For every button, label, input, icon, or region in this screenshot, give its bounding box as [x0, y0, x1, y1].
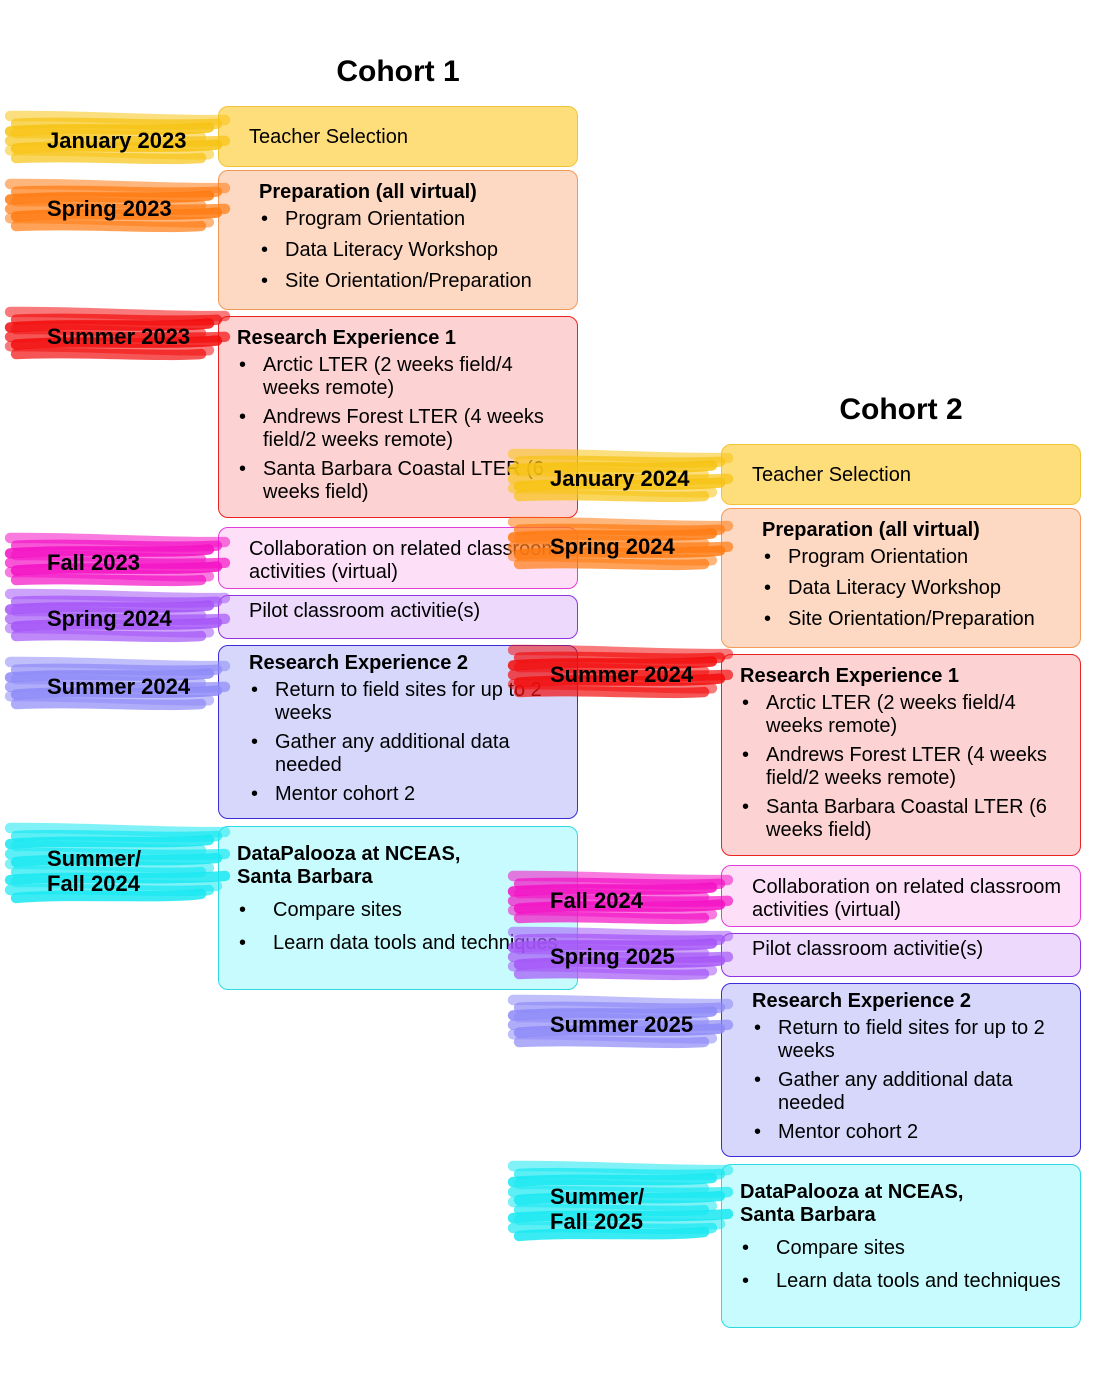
paint-stroke-label-background	[507, 994, 734, 1049]
stage-item-list: Compare sitesLearn data tools and techni…	[237, 899, 567, 955]
stage-heading: Research Experience 2	[249, 652, 469, 674]
stage-heading: Preparation (all virtual)	[259, 181, 477, 203]
stage-item: Return to field sites for up to 2 weeks	[249, 679, 567, 725]
stage-item: Mentor cohort 2	[249, 783, 567, 806]
stage-item: Arctic LTER (2 weeks field/4 weeks remot…	[740, 692, 1070, 738]
stage-item-list: Compare sitesLearn data tools and techni…	[740, 1237, 1070, 1293]
stage-box: DataPalooza at NCEAS, Santa BarbaraCompa…	[721, 1164, 1081, 1328]
paint-stroke-label-background	[4, 588, 231, 643]
period-label: Summer/ Fall 2025	[550, 1184, 645, 1234]
paint-stroke-label-background	[4, 306, 231, 361]
stage-item: Return to field sites for up to 2 weeks	[752, 1017, 1070, 1063]
stage-heading: Preparation (all virtual)	[762, 519, 980, 541]
stage-box: Research Experience 1 Arctic LTER (2 week…	[721, 654, 1081, 856]
paint-stroke-label-background	[507, 644, 734, 699]
paint-stroke-label-background	[4, 822, 231, 904]
stage-item-list: Return to field sites for up to 2 weeksG…	[249, 679, 567, 806]
stage-heading: DataPalooza at NCEAS, Santa Barbara	[740, 1181, 964, 1226]
stage-text: Collaboration on related classroom activ…	[752, 876, 1062, 921]
period-label: Summer 2024	[550, 662, 694, 687]
paint-stroke-label-background	[507, 926, 734, 981]
stage-item-list: Program OrientationData Literacy Worksho…	[259, 208, 567, 293]
stage-box: Preparation (all virtual) Program Orienta…	[721, 508, 1081, 648]
stage-item: Gather any additional data needed	[249, 731, 567, 777]
stage-box: Teacher Selection	[218, 106, 578, 167]
stage-item: Program Orientation	[259, 208, 567, 231]
period-label: Summer/ Fall 2024	[47, 846, 142, 896]
period-label: Fall 2024	[550, 888, 643, 913]
stage-item: Santa Barbara Coastal LTER (6 weeks fiel…	[237, 458, 567, 504]
stage-item: Andrews Forest LTER (4 weeks field/2 wee…	[740, 744, 1070, 790]
period-label: Spring 2024	[47, 606, 172, 631]
stage-text: Pilot classroom activitie(s)	[249, 600, 481, 622]
stage-item: Learn data tools and techniques	[237, 932, 567, 955]
stage-heading: Research Experience 1	[740, 665, 960, 687]
stage-box: Teacher Selection	[721, 444, 1081, 505]
stage-text: Pilot classroom activitie(s)	[752, 938, 984, 960]
stage-item: Program Orientation	[762, 546, 1070, 569]
stage-item: Compare sites	[740, 1237, 1070, 1260]
stage-item-list: Return to field sites for up to 2 weeksG…	[752, 1017, 1070, 1144]
period-label: January 2023	[47, 128, 187, 153]
stage-item: Arctic LTER (2 weeks field/4 weeks remot…	[237, 354, 567, 400]
stage-text: Teacher Selection	[249, 126, 408, 148]
stage-box: Preparation (all virtual) Program Orienta…	[218, 170, 578, 310]
stage-text: Collaboration on related classroom activ…	[249, 538, 559, 583]
paint-stroke-label-background	[4, 532, 231, 587]
stage-item-list: Arctic LTER (2 weeks field/4 weeks remot…	[237, 354, 567, 504]
stage-box: Collaboration on related classroom activ…	[721, 865, 1081, 927]
stage-text: Teacher Selection	[752, 464, 911, 486]
stage-item: Mentor cohort 2	[752, 1121, 1070, 1144]
stage-heading: DataPalooza at NCEAS, Santa Barbara	[237, 843, 461, 888]
stage-item: Santa Barbara Coastal LTER (6 weeks fiel…	[740, 796, 1070, 842]
paint-stroke-label-background	[507, 516, 734, 571]
stage-item: Site Orientation/Preparation	[259, 270, 567, 293]
paint-stroke-label-background	[4, 656, 231, 711]
paint-stroke-label-background	[4, 178, 231, 233]
paint-stroke-label-background	[507, 870, 734, 925]
stage-box: Research Experience 2 Return to field sit…	[721, 983, 1081, 1157]
stage-item: Data Literacy Workshop	[762, 577, 1070, 600]
stage-box: Pilot classroom activitie(s)	[218, 595, 578, 639]
stage-item: Data Literacy Workshop	[259, 239, 567, 262]
period-label: Spring 2023	[47, 196, 172, 221]
period-label: Spring 2024	[550, 534, 675, 559]
period-label: Summer 2025	[550, 1012, 694, 1037]
stage-item: Compare sites	[237, 899, 567, 922]
stage-item-list: Arctic LTER (2 weeks field/4 weeks remot…	[740, 692, 1070, 842]
period-label: Summer 2024	[47, 674, 191, 699]
stage-box: Research Experience 2 Return to field sit…	[218, 645, 578, 819]
stage-item: Site Orientation/Preparation	[762, 608, 1070, 631]
stage-heading: Research Experience 1	[237, 327, 457, 349]
paint-stroke-label-background	[507, 1160, 734, 1242]
cohort-title: Cohort 2	[839, 393, 963, 426]
paint-stroke-label-background	[507, 448, 734, 503]
stage-box: Pilot classroom activitie(s)	[721, 933, 1081, 977]
cohort-title: Cohort 1	[336, 55, 460, 88]
paint-stroke-label-background	[4, 110, 231, 165]
stage-item: Andrews Forest LTER (4 weeks field/2 wee…	[237, 406, 567, 452]
period-label: Spring 2025	[550, 944, 675, 969]
period-label: January 2024	[550, 466, 690, 491]
stage-item: Gather any additional data needed	[752, 1069, 1070, 1115]
stage-item: Learn data tools and techniques	[740, 1270, 1070, 1293]
stage-heading: Research Experience 2	[752, 990, 972, 1012]
period-label: Fall 2023	[47, 550, 140, 575]
period-label: Summer 2023	[47, 324, 191, 349]
stage-item-list: Program OrientationData Literacy Worksho…	[762, 546, 1070, 631]
